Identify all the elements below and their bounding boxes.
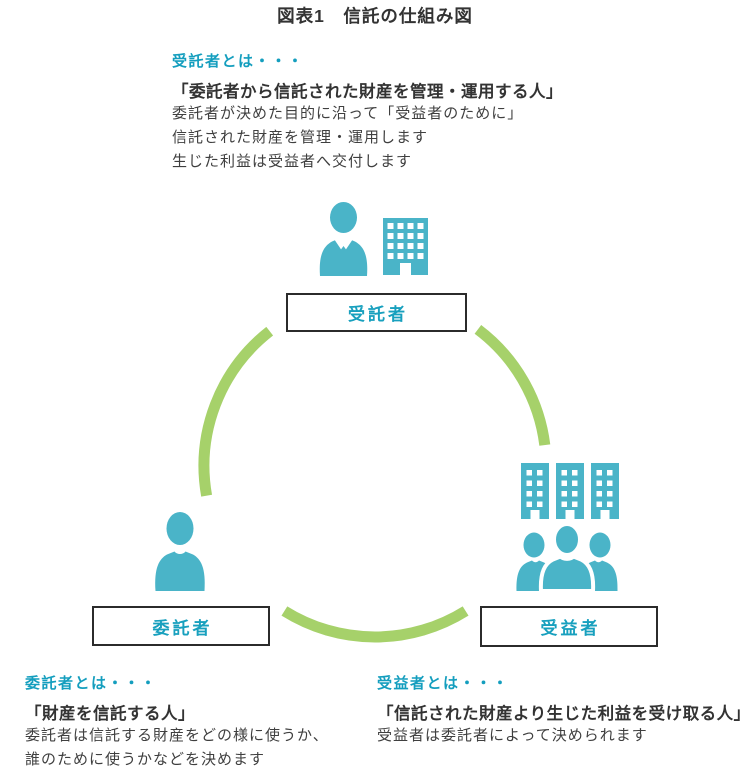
figure-title: 図表1 信託の仕組み図	[277, 6, 473, 26]
settlor-note-line: 委託者は信託する財産をどの様に使うか、	[25, 727, 329, 744]
people-group-icon	[516, 526, 618, 591]
beneficiary-node-box: 受益者	[480, 606, 658, 647]
beneficiary-note-heading: 受益者とは・・・	[377, 675, 510, 692]
settlor-note-heading: 委託者とは・・・	[25, 675, 158, 692]
arc-trustee-to-beneficiary	[474, 325, 551, 446]
trustee-note-heading: 受託者とは・・・	[172, 53, 305, 70]
beneficiary-note-line: 受益者は委託者によって決められます	[377, 727, 648, 744]
settlor-note-line: 誰のために使うかなどを決めます	[25, 751, 266, 768]
settlor-node-label: 委託者	[152, 618, 213, 638]
office-building-icon	[383, 218, 428, 275]
beneficiary-definition: 「信託された財産より生じた利益を受け取る人」	[377, 705, 750, 723]
beneficiary-node-label: 受益者	[540, 619, 601, 638]
trustee-definition: 「委託者から信託された財産を管理・運用する人」	[172, 83, 563, 101]
settlor-node-box: 委託者	[92, 606, 270, 646]
trustee-note-line: 委託者が決めた目的に沿って「受益者のために」	[172, 105, 524, 122]
trustee-note-line: 生じた利益は受益者へ交付します	[172, 153, 413, 170]
settlor-definition: 「財産を信託する人」	[25, 705, 195, 723]
trustee-node-label: 受託者	[348, 305, 408, 324]
trustee-note: 受託者とは・・・ 「委託者から信託された財産を管理・運用する人」 委託者が決めた…	[172, 52, 563, 174]
businessman-icon	[319, 202, 368, 276]
arc-settlor-to-beneficiary	[281, 606, 469, 643]
person-icon	[155, 512, 205, 591]
beneficiary-note: 受益者とは・・・ 「信託された財産より生じた利益を受け取る人」 受益者は委託者に…	[377, 674, 750, 748]
trustee-note-line: 信託された財産を管理・運用します	[172, 129, 429, 146]
arc-trustee-to-settlor	[198, 326, 274, 497]
trustee-node-box: 受託者	[286, 293, 467, 332]
buildings-row-icon	[521, 463, 619, 519]
settlor-note: 委託者とは・・・ 「財産を信託する人」 委託者は信託する財産をどの様に使うか、 …	[25, 674, 329, 772]
